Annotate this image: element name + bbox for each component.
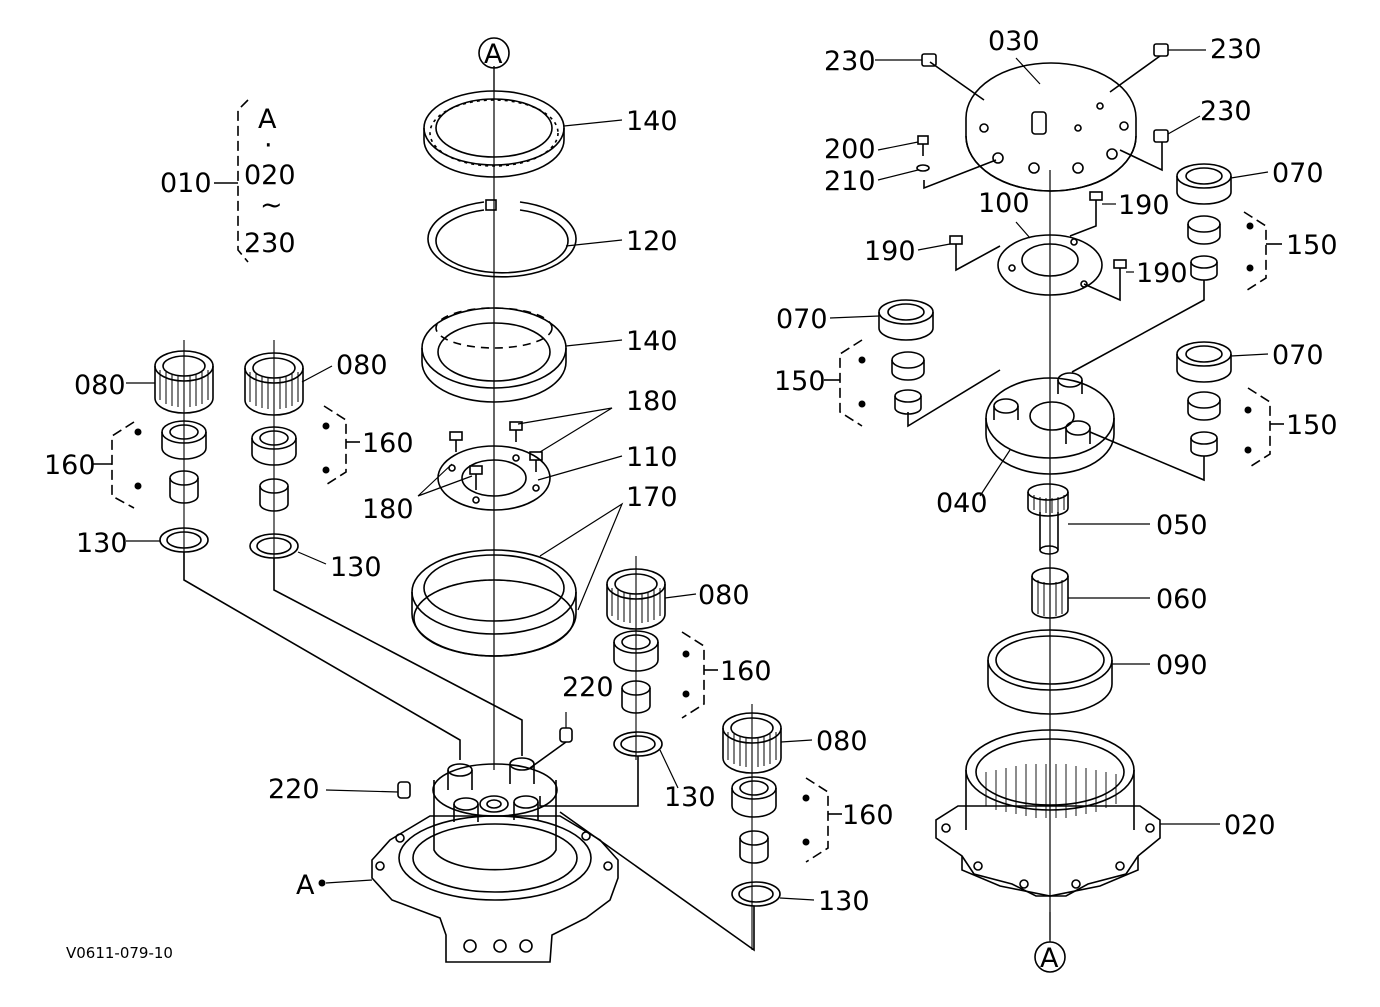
label-130c: 130 (664, 782, 716, 813)
label-180a: 180 (626, 386, 678, 417)
callout-a-bottom (1034, 941, 1066, 973)
label-220a: 220 (562, 672, 614, 703)
label-180b: 180 (362, 494, 414, 525)
gear-050 (1027, 483, 1069, 555)
snap-ring-120 (427, 199, 577, 278)
cover-030 (965, 62, 1137, 192)
label-080c: 080 (698, 580, 750, 611)
label-130d: 130 (818, 886, 870, 917)
group-range-to: 230 (244, 228, 296, 259)
left-planet-set-2 (244, 340, 523, 756)
bearing-140-lower (421, 307, 567, 403)
label-070c: 070 (1272, 340, 1324, 371)
group-range-from: 020 (244, 160, 296, 191)
label-150a: 150 (1286, 230, 1338, 261)
label-150c: 150 (1286, 410, 1338, 441)
label-200: 200 (824, 134, 876, 165)
bolts-180 (449, 421, 543, 490)
label-190b: 190 (864, 236, 916, 267)
label-160c: 160 (720, 656, 772, 687)
label-130a: 130 (76, 528, 128, 559)
label-130b: 130 (330, 552, 382, 583)
housing-020 (935, 729, 1161, 897)
group-tilde: ~ (260, 190, 283, 221)
label-030: 030 (988, 26, 1040, 57)
label-160b: 160 (362, 428, 414, 459)
callout-a-top-text: A (484, 39, 503, 70)
label-070a: 070 (1272, 158, 1324, 189)
label-020: 020 (1224, 810, 1276, 841)
plugs-220 (397, 727, 573, 799)
label-230c: 230 (1200, 96, 1252, 127)
plate-100 (997, 234, 1103, 296)
left-planet-set-1 (154, 340, 461, 760)
center-stack (411, 66, 577, 770)
housing-a (371, 757, 619, 963)
callout-a-top (478, 37, 510, 69)
label-070b: 070 (776, 304, 828, 335)
label-230b: 230 (1210, 34, 1262, 65)
mid-planet-set-1 (539, 556, 666, 807)
label-230a: 230 (824, 46, 876, 77)
diagram-code: V0611-079-10 (66, 944, 173, 962)
label-190c: 190 (1136, 258, 1188, 289)
group-range-start: A (258, 104, 277, 135)
label-050: 050 (1156, 510, 1208, 541)
label-060: 060 (1156, 584, 1208, 615)
label-190a: 190 (1118, 190, 1170, 221)
leader-lines (126, 49, 1269, 942)
bracket-160b (323, 405, 347, 487)
label-ref-a: A (296, 870, 315, 901)
gear-060 (1031, 567, 1069, 619)
label-140b: 140 (626, 326, 678, 357)
label-160a: 160 (44, 450, 96, 481)
right-planet-set-3 (1089, 341, 1232, 482)
label-080b: 080 (336, 350, 388, 381)
label-080d: 080 (816, 726, 868, 757)
right-planet-set-1 (1071, 163, 1232, 373)
right-planet-set-2 (878, 299, 1001, 428)
label-220b: 220 (268, 774, 320, 805)
label-120: 120 (626, 226, 678, 257)
labels: A A 010 A · 020 ~ 230 140 120 140 180 11… (44, 26, 1338, 974)
marker-dots (134, 222, 1254, 887)
group-label: 010 (160, 168, 212, 199)
label-170: 170 (626, 482, 678, 513)
bracket-160d (805, 777, 829, 863)
bracket-160a (111, 421, 135, 509)
label-160d: 160 (842, 800, 894, 831)
bracket-160c (681, 631, 705, 719)
label-110: 110 (626, 442, 678, 473)
label-100: 100 (978, 188, 1030, 219)
label-150b: 150 (774, 366, 826, 397)
group-separator: · (264, 130, 273, 161)
callout-a-bottom-text: A (1040, 943, 1059, 974)
carrier-040 (985, 372, 1115, 475)
label-040: 040 (936, 488, 988, 519)
label-140a: 140 (626, 106, 678, 137)
label-210: 210 (824, 166, 876, 197)
bearing-140-top (423, 90, 565, 178)
ring-090 (987, 629, 1113, 715)
label-090: 090 (1156, 650, 1208, 681)
label-080a: 080 (74, 370, 126, 401)
right-assembly (824, 43, 1284, 940)
group-bracket-010 (214, 99, 249, 263)
mid-planet-set-2 (559, 704, 782, 952)
seal-170 (411, 549, 577, 657)
